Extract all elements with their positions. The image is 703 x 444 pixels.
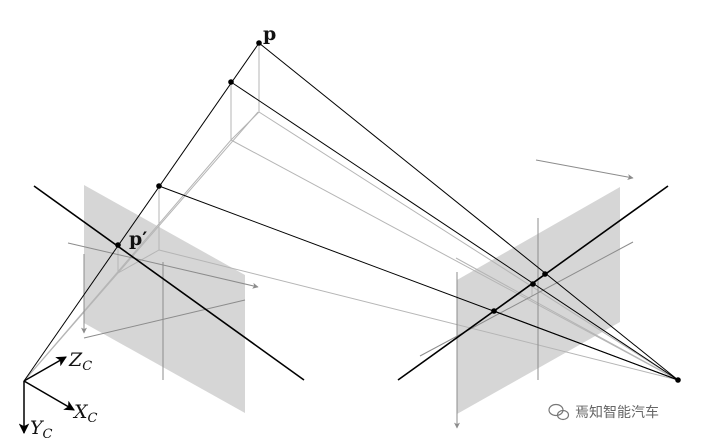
point-mid-1 bbox=[228, 79, 234, 85]
projection-rays bbox=[23, 42, 679, 382]
axis-x-arrow bbox=[23, 380, 75, 411]
right-proj-3 bbox=[491, 308, 497, 314]
label-xc: XC bbox=[72, 401, 98, 426]
point-p-prime bbox=[115, 242, 121, 248]
watermark-text: 焉知智能汽车 bbox=[575, 404, 659, 421]
camera-axes-gray bbox=[67, 159, 634, 429]
left-epipolar-line bbox=[33, 185, 305, 381]
left-image-plane bbox=[84, 185, 245, 413]
label-zc: ZC bbox=[68, 349, 92, 374]
point-p bbox=[256, 40, 262, 46]
points bbox=[115, 40, 681, 383]
right-proj-2 bbox=[530, 281, 536, 287]
right-camera-center bbox=[675, 377, 681, 383]
watermark: 焉知智能汽车 bbox=[548, 403, 659, 421]
label-p: p bbox=[263, 23, 276, 45]
right-proj-1 bbox=[542, 271, 548, 277]
point-mid-2 bbox=[156, 183, 162, 189]
helper-lines bbox=[23, 46, 679, 382]
label-yc: YC bbox=[30, 417, 53, 442]
axis-z-arrow bbox=[23, 356, 67, 382]
label-p-prime: p′ bbox=[129, 228, 147, 250]
camera-frame bbox=[18, 356, 75, 435]
wechat-icon bbox=[548, 403, 570, 421]
